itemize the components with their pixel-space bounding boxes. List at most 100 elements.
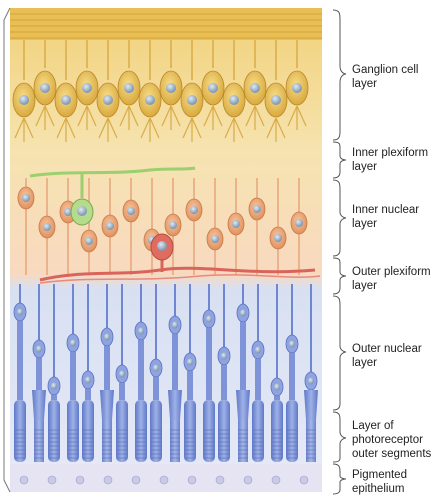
label-ganglion-cell-layer: Ganglion cell layer	[352, 64, 419, 90]
photoreceptor-inner-segment	[138, 340, 144, 400]
photoreceptor-inner-segment	[187, 371, 193, 400]
pigment-cell-nucleus	[103, 475, 113, 485]
bipolar-nucleus	[127, 207, 135, 215]
bipolar-nucleus	[22, 194, 30, 202]
rod-outer-segment	[203, 400, 215, 462]
ganglion-nucleus	[292, 83, 302, 93]
pigment-cell-nucleus	[187, 475, 197, 485]
ganglion-nucleus	[166, 83, 176, 93]
photoreceptor-inner-segment	[104, 346, 110, 390]
bipolar-nucleus	[232, 220, 240, 228]
photoreceptor-nucleus	[308, 377, 314, 385]
pigment-cell-nucleus	[271, 475, 281, 485]
cone-outer-segment	[306, 420, 316, 462]
photoreceptor-inner-segment	[240, 322, 246, 390]
ganglion-dendrite	[182, 117, 202, 142]
photoreceptor-inner-segment	[255, 359, 261, 400]
cone-outer-segment	[102, 420, 112, 462]
ganglion-nucleus	[208, 83, 218, 93]
photoreceptor-inner-segment	[172, 334, 178, 390]
photoreceptor-nucleus	[289, 340, 295, 348]
bipolar-nucleus	[43, 223, 51, 231]
amacrine-cell	[29, 166, 196, 226]
pigment-cells	[19, 475, 309, 485]
photoreceptor-nucleus	[104, 333, 110, 341]
photoreceptor-inner-segment	[221, 365, 227, 400]
ganglion-nucleus	[145, 95, 155, 105]
rod-outer-segment	[82, 400, 94, 462]
photoreceptor-nucleus	[51, 382, 57, 390]
photoreceptor-nucleus	[85, 376, 91, 384]
ganglion-cells	[12, 40, 309, 142]
cone-outer-segment	[238, 420, 248, 462]
ganglion-dendrite	[161, 105, 181, 130]
ganglion-dendrite	[14, 117, 34, 142]
cone-outer-segment	[170, 420, 180, 462]
pigment-cell-nucleus	[47, 475, 57, 485]
photoreceptor-inner-segment	[51, 395, 57, 400]
photoreceptor-inner-segment	[289, 353, 295, 400]
ganglion-nucleus	[103, 95, 113, 105]
photoreceptor-cells	[13, 284, 318, 462]
photoreceptor-inner-segment	[70, 352, 76, 400]
ganglion-nucleus	[61, 95, 71, 105]
cone-outer-segment	[34, 420, 44, 462]
pigment-cell-nucleus	[75, 475, 85, 485]
rod-outer-segment	[116, 400, 128, 462]
photoreceptor-nucleus	[240, 309, 246, 317]
ganglion-dendrite	[203, 105, 223, 130]
rod-outer-segment	[150, 400, 162, 462]
photoreceptor-nucleus	[274, 383, 280, 391]
bipolar-nucleus	[274, 234, 282, 242]
cone-outer-segment	[236, 390, 250, 420]
nerve-fiber-lines	[10, 13, 322, 39]
ganglion-dendrite	[98, 117, 118, 142]
photoreceptor-inner-segment	[274, 396, 280, 400]
pigment-cell-nucleus	[19, 475, 29, 485]
rod-outer-segment	[67, 400, 79, 462]
photoreceptor-nucleus	[206, 315, 212, 323]
ganglion-dendrite	[119, 105, 139, 130]
photoreceptor-nucleus	[153, 364, 159, 372]
label-outer-nuclear-layer: Outer nuclear layer	[352, 343, 422, 369]
photoreceptor-inner-segment	[85, 389, 91, 400]
photoreceptor-inner-segment	[36, 358, 42, 390]
photoreceptor-nucleus	[70, 339, 76, 347]
pigment-cell-nucleus	[159, 475, 169, 485]
label-inner-nuclear-layer: Inner nuclear layer	[352, 204, 420, 230]
photoreceptor-nucleus	[17, 308, 23, 316]
horizontal-cell	[39, 233, 321, 284]
ganglion-nucleus	[82, 83, 92, 93]
rod-outer-segment	[184, 400, 196, 462]
nerve-fiber-band	[10, 8, 322, 40]
bipolar-nucleus	[211, 235, 219, 243]
cone-outer-segment	[304, 390, 318, 420]
photoreceptor-nucleus	[187, 358, 193, 366]
ganglion-nucleus	[40, 83, 50, 93]
ganglion-dendrite	[140, 117, 160, 142]
pigment-cell-nucleus	[243, 475, 253, 485]
rod-outer-segment	[271, 400, 283, 462]
pigment-cell-nucleus	[131, 475, 141, 485]
ganglion-dendrite	[287, 105, 307, 130]
photoreceptor-nucleus	[255, 346, 261, 354]
photoreceptor-nucleus	[119, 370, 125, 378]
rod-outer-segment	[252, 400, 264, 462]
ganglion-dendrite	[56, 117, 76, 142]
photoreceptor-nucleus	[221, 352, 227, 360]
label-outer-plexiform-layer: Outer plexiform layer	[352, 266, 431, 292]
rod-outer-segment	[286, 400, 298, 462]
pigment-cell-nucleus	[299, 475, 309, 485]
ganglion-dendrite	[245, 105, 265, 130]
photoreceptor-inner-segment	[206, 328, 212, 400]
photoreceptor-nucleus	[36, 345, 42, 353]
ganglion-dendrite	[35, 105, 55, 130]
ganglion-nucleus	[229, 95, 239, 105]
ganglion-dendrite	[77, 105, 97, 130]
rod-outer-segment	[135, 400, 147, 462]
cone-outer-segment	[32, 390, 46, 420]
photoreceptor-inner-segment	[153, 377, 159, 400]
cone-outer-segment	[100, 390, 114, 420]
section-edge-marker	[3, 7, 11, 493]
ganglion-nucleus	[271, 95, 281, 105]
